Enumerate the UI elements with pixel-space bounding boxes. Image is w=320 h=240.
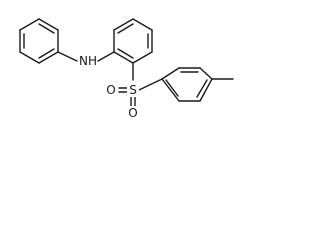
- bond: [132, 18, 153, 31]
- bond: [113, 18, 134, 31]
- atom-nh: NH: [79, 54, 97, 68]
- bond: [113, 51, 134, 64]
- bond: [19, 18, 40, 31]
- s-label: S: [129, 83, 137, 97]
- atom-o-bottom: O: [127, 106, 140, 120]
- o-label-bottom: O: [128, 106, 137, 120]
- tolyl-ring: [161, 67, 213, 102]
- phenyl-ring-left: [19, 18, 59, 64]
- double-bond-inner: [117, 23, 134, 34]
- double-bond-inner: [117, 48, 134, 59]
- atom-s: S: [127, 83, 139, 97]
- o-label-left: O: [106, 83, 115, 97]
- bond: [199, 67, 213, 80]
- double-bond-inner: [165, 79, 179, 97]
- sulfonyl-group: [118, 87, 136, 107]
- double-bond-inner: [196, 79, 208, 98]
- double-bond-inner: [38, 48, 55, 59]
- phenyl-ring-center: [113, 18, 153, 64]
- bond: [199, 78, 213, 102]
- bond-phenyl-nh: [57, 51, 78, 62]
- atom-o-left: O: [105, 83, 118, 97]
- bond: [38, 18, 59, 31]
- bond: [161, 78, 180, 102]
- bond-s-ring: [138, 78, 163, 91]
- double-bond-inner: [38, 23, 55, 34]
- nh-label: NH: [79, 54, 97, 68]
- bond: [161, 67, 180, 80]
- bond-nh-ring: [97, 51, 115, 62]
- bond: [38, 51, 59, 64]
- chemical-structure-diagram: NH S O O: [19, 18, 234, 120]
- bond: [132, 51, 153, 64]
- bond: [19, 51, 40, 64]
